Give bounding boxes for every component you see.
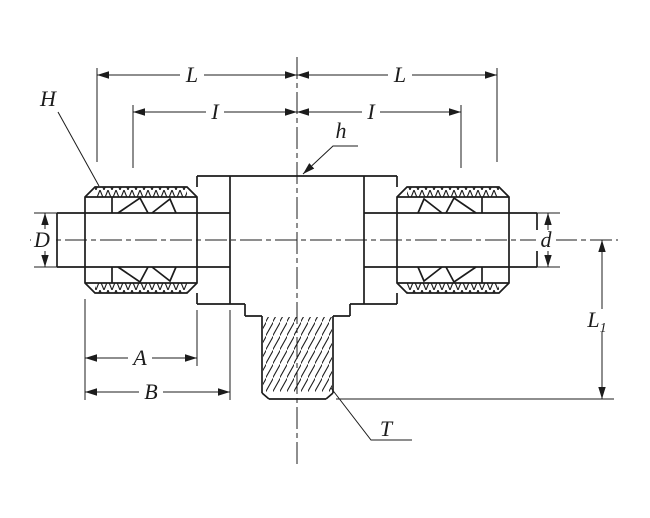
leader-h bbox=[302, 145, 358, 175]
branch-male-thread bbox=[244, 304, 351, 400]
thread-hatching bbox=[263, 317, 332, 392]
dim-label-L1-sub: 1 bbox=[600, 321, 607, 336]
dim-label-L-left: L bbox=[185, 62, 198, 87]
drawing-lines bbox=[30, 57, 618, 464]
label-mask bbox=[388, 64, 412, 86]
dim-label-h: h bbox=[336, 118, 347, 143]
leader-H bbox=[57, 111, 100, 187]
centerlines bbox=[30, 57, 618, 464]
label-mask bbox=[585, 309, 614, 332]
dim-label-D: D bbox=[33, 227, 50, 252]
dim-label-B: B bbox=[144, 379, 157, 404]
leader-lines bbox=[57, 111, 412, 441]
dim-label-A: A bbox=[131, 345, 147, 370]
tee-body bbox=[196, 175, 398, 305]
label-mask bbox=[128, 347, 152, 369]
dim-label-L-right: L bbox=[393, 62, 406, 87]
dim-label-I-left: I bbox=[210, 99, 220, 124]
dim-label-T: T bbox=[380, 416, 394, 441]
label-mask bbox=[362, 101, 380, 123]
dim-label-d: d bbox=[541, 227, 553, 252]
label-mask bbox=[139, 381, 163, 403]
dim-label-L1: L1 bbox=[586, 307, 606, 336]
leader-T bbox=[330, 387, 412, 441]
label-mask bbox=[31, 229, 54, 251]
label-mask bbox=[180, 64, 204, 86]
dim-label-I-right: I bbox=[366, 99, 376, 124]
dim-label-L1-main: L bbox=[586, 307, 599, 332]
label-mask bbox=[206, 101, 224, 123]
dim-label-H: H bbox=[39, 86, 57, 111]
dimension-labels: L L I I H h D d A B L1 T bbox=[31, 62, 614, 441]
label-mask bbox=[536, 230, 556, 251]
